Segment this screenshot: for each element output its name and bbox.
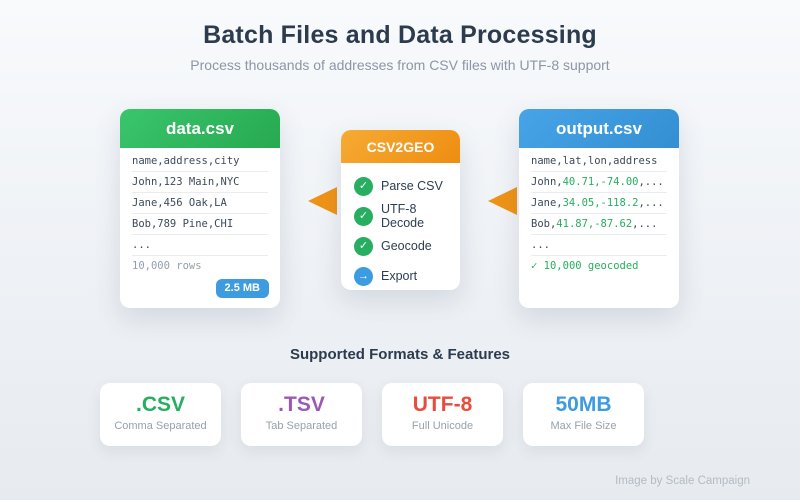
csv-row: name,address,city xyxy=(132,151,268,172)
step-label: Parse CSV xyxy=(381,179,443,193)
row-coords: 40.71,-74.00 xyxy=(562,176,639,188)
check-icon: ✓ xyxy=(354,176,373,196)
row-name: Jane, xyxy=(531,197,563,209)
features-heading: Supported Formats & Features xyxy=(289,346,511,363)
feature-card-tsv: .TSV Tab Separated xyxy=(241,383,362,446)
csv-row: Jane,34.05,-118.2,... xyxy=(531,193,667,214)
check-icon: ✓ xyxy=(531,260,538,272)
page-title: Batch Files and Data Processing xyxy=(203,21,597,49)
csv-row-ellipsis: ... xyxy=(531,235,667,256)
step-label: UTF-8 Decode xyxy=(381,202,425,230)
data-csv-card: data.csv name,address,city John,123 Main… xyxy=(120,109,280,308)
processor-steps: ✓ Parse CSV ✓ UTF-8 Decode ✓ Geocode → E… xyxy=(341,163,460,291)
features-row: .CSV Comma Separated .TSV Tab Separated … xyxy=(100,383,644,446)
feature-card-csv: .CSV Comma Separated xyxy=(100,383,221,446)
data-csv-preview: name,address,city John,123 Main,NYC Jane… xyxy=(120,148,280,276)
csv-row: Bob,789 Pine,CHI xyxy=(132,214,268,235)
step-geocode: ✓ Geocode xyxy=(354,231,460,261)
row-tail: ,... xyxy=(632,218,658,230)
row-count-note: 10,000 rows xyxy=(132,260,202,272)
output-csv-card: output.csv name,lat,lon,address John,40.… xyxy=(519,109,679,308)
step-export: → Export xyxy=(354,261,460,291)
check-icon: ✓ xyxy=(354,206,373,226)
output-csv-preview: name,lat,lon,address John,40.71,-74.00,.… xyxy=(519,148,679,276)
step-label: Geocode xyxy=(381,239,432,253)
file-size-badge: 2.5 MB xyxy=(215,279,269,298)
csv-row: John,40.71,-74.00,... xyxy=(531,172,667,193)
csv-row: Bob,41.87,-87.62,... xyxy=(531,214,667,235)
csv-row: John,123 Main,NYC xyxy=(132,172,268,193)
page-subtitle: Process thousands of addresses from CSV … xyxy=(190,57,610,73)
feature-label: Comma Separated xyxy=(114,420,207,432)
feature-value: 50MB xyxy=(555,393,612,416)
flow-arrow-right-icon xyxy=(488,187,517,215)
csv-row: Jane,456 Oak,LA xyxy=(132,193,268,214)
feature-label: Max File Size xyxy=(550,420,617,432)
credit-text: Image by Scale Campaign xyxy=(615,475,750,487)
step-label: Export xyxy=(381,269,418,283)
step-utf8-decode: ✓ UTF-8 Decode xyxy=(354,201,460,231)
row-tail: ,... xyxy=(638,197,664,209)
row-name: Bob, xyxy=(531,218,557,230)
feature-value: UTF-8 xyxy=(412,393,473,416)
feature-card-50mb: 50MB Max File Size xyxy=(523,383,644,446)
csv-row: name,lat,lon,address xyxy=(531,151,667,172)
processor-card: CSV2GEO ✓ Parse CSV ✓ UTF-8 Decode ✓ Geo… xyxy=(341,130,460,290)
check-icon: ✓ xyxy=(354,236,373,256)
csv-row-ellipsis: ... xyxy=(132,235,268,256)
geocoded-status: ✓ 10,000 geocoded xyxy=(531,256,667,276)
row-coords: 41.87,-87.62 xyxy=(556,218,633,230)
row-tail: ,... xyxy=(638,176,664,188)
processor-card-header: CSV2GEO xyxy=(341,130,460,163)
arrow-right-icon: → xyxy=(354,266,373,286)
feature-label: Full Unicode xyxy=(411,420,474,432)
status-text: 10,000 geocoded xyxy=(543,260,639,272)
row-name: John, xyxy=(531,176,563,188)
row-coords: 34.05,-118.2 xyxy=(562,197,639,209)
feature-label: Tab Separated xyxy=(265,420,338,432)
feature-card-utf8: UTF-8 Full Unicode xyxy=(382,383,503,446)
flow-arrow-left-icon xyxy=(308,187,337,215)
feature-value: .CSV xyxy=(135,393,185,416)
output-csv-card-header: output.csv xyxy=(519,109,679,148)
step-parse-csv: ✓ Parse CSV xyxy=(354,171,460,201)
data-csv-card-header: data.csv xyxy=(120,109,280,148)
feature-value: .TSV xyxy=(278,393,325,416)
